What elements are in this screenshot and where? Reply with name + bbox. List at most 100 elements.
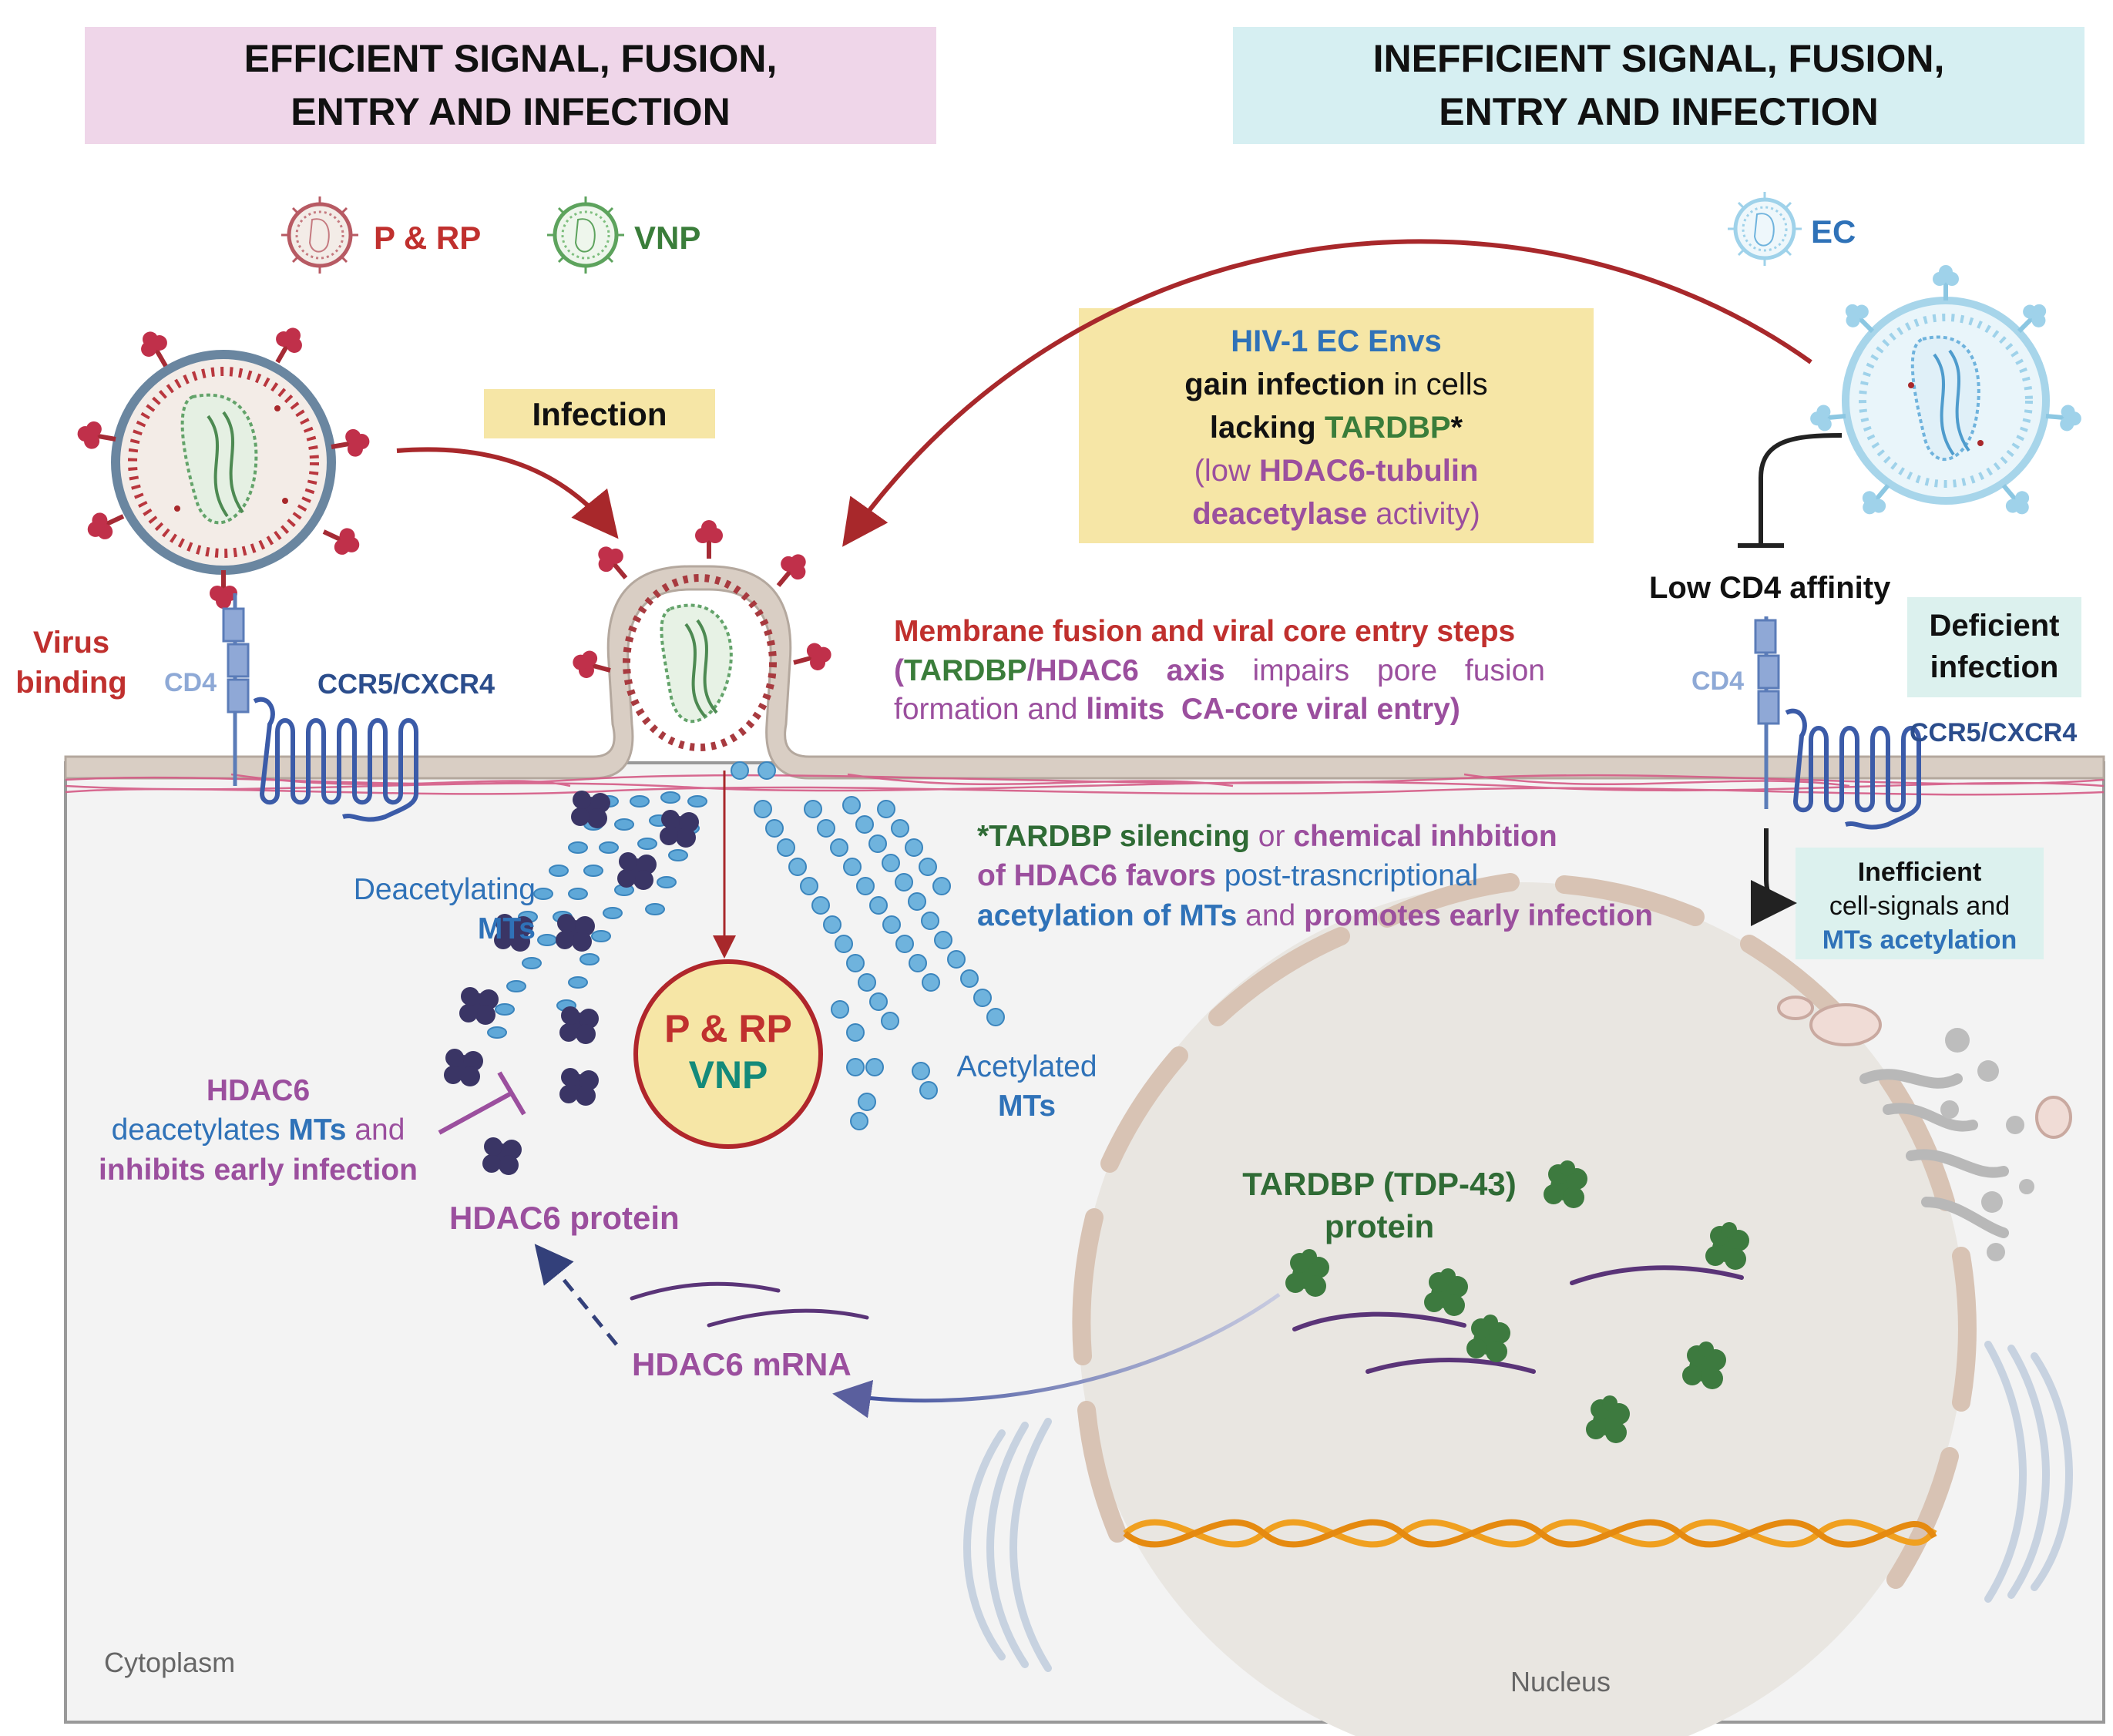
hdac6-inhibition-bar [497,1071,526,1116]
fusion-line1: Membrane fusion and viral core entry ste… [894,615,1516,648]
hdac6-protein-label: HDAC6 protein [449,1200,680,1236]
deficient-infection-box [1907,597,2081,697]
golgi-right [1984,1341,2073,1603]
virion-ec [1809,265,2083,521]
legend-ec-icon [1728,192,1802,266]
fusion-line3: formation and limits CA-core viral entry… [894,690,1545,730]
ec-line4: (low HDAC6-tubulin [1079,449,1594,492]
ineff-line1: Inefficient [1857,858,1982,887]
fusion-ca-core: CA-core viral entry) [1181,693,1460,727]
virus-binding-label: Virus binding [15,623,127,703]
hdac6-mrna-label: HDAC6 mRNA [632,1346,852,1382]
deacetylating-line2: MTs [477,912,536,945]
ec-line5: deacetylase activity) [1079,492,1594,536]
virus-binding-line1: Virus [32,626,110,660]
silencing-hdac6: of HDAC6 favors [977,859,1216,893]
hdac6-deacetylates: deacetylates [111,1113,289,1147]
right-receptors [1754,616,1921,830]
fusion-fusion: fusion [1464,653,1545,687]
legend-ec-label: EC [1811,213,1856,250]
cytoplasm-label: Cytoplasm [104,1647,236,1678]
fusion-hdac6: HDAC6 [1035,653,1139,687]
ccr5-right-label: CCR5/CXCR4 [1910,718,2078,747]
silencing-promotes: promotes early infection [1304,898,1654,932]
left-header: EFFICIENT SIGNAL, FUSION, ENTRY AND INFE… [85,27,936,144]
hdac6-mts: MTs [288,1113,347,1147]
ec-hdac6-tubulin: HDAC6-tubulin [1259,454,1479,488]
fusion-paren: ( [894,653,904,687]
dna-helix [1123,1519,1937,1548]
hdac6-line1: HDAC6 [206,1074,311,1107]
translation-arrow [534,1244,618,1346]
deacetylating-line1: Deacetylating [353,873,536,906]
viral-core-circle [633,959,823,1149]
deacetylating-mts-label: Deacetylating MTs [339,871,536,949]
hdac6-inhibition-text: HDAC6 deacetylates MTs and inhibits earl… [92,1071,424,1190]
infection-arrow [396,447,619,539]
ineff-line3: MTs acetylation [1822,925,2017,955]
ec-line1: HIV-1 EC Envs [1231,324,1442,358]
deacetylating-microtubules [444,791,707,1175]
silencing-line3: acetylation of MTs and promotes early in… [977,896,1748,935]
tardbp-line2: protein [1324,1207,1435,1244]
ec-line2: gain infection in cells [1079,363,1594,406]
hdac6-inhibition-line [438,1090,514,1135]
hdac6-and: and [346,1113,405,1147]
inefficient-arrow [1750,828,1797,926]
inefficient-signals-box [1796,848,2044,959]
right-header-box [1233,27,2084,144]
hdac6-mrna-strands [630,1281,869,1328]
ec-activity: activity) [1367,497,1480,531]
fusion-axis-group: (TARDBP/HDAC6 [894,652,1139,691]
ec-deacetylase: deacetylase [1192,497,1368,531]
silencing-acetylation: acetylation of MTs [977,898,1238,932]
fusing-virion [569,520,835,751]
export-arrow [832,1292,1281,1419]
silencing-text: *TARDBP silencing or chemical inhbition … [977,817,1748,935]
fusion-impairs: impairs [1252,653,1350,687]
low-cd4-inhibition [1759,433,1843,543]
ec-in-cells: in cells [1385,368,1488,401]
deficient-infection-label: Deficient infection [1907,605,2081,688]
fusion-slash: / [1026,653,1036,687]
legend-prp-label: P & RP [374,220,482,256]
inefficient-signals-label: Inefficient cell-signals and MTs acetyla… [1796,855,2044,958]
virus-binding-line2: binding [15,666,127,700]
acetylated-mts-label: Acetylated MTs [944,1048,1110,1126]
acetylated-line2: MTs [997,1089,1056,1123]
ec-envs-text: HIV-1 EC Envs gain infection in cells la… [1079,320,1594,536]
nuclear-mrna [1292,1265,1744,1374]
silencing-chemical: chemical inhbition [1293,820,1557,853]
ec-envs-box [1079,308,1594,543]
ineff-line2: cell-signals and [1829,892,2011,922]
tardbp-protein-label: TARDBP (TDP-43) protein [1214,1163,1545,1247]
fusion-limits: limits [1086,693,1165,727]
fusion-axis: axis [1166,653,1225,687]
left-header-line2: ENTRY AND INFECTION [291,90,731,133]
ec-asterisk: * [1450,411,1463,445]
fusion-tardbp: TARDBP [904,653,1027,687]
ec-low: (low [1194,454,1260,488]
core-vnp: VNP [688,1053,768,1096]
left-header-box [85,27,936,144]
right-header-line1: INEFFICIENT SIGNAL, FUSION, [1372,37,1945,80]
silencing-tardbp: *TARDBP silencing [977,820,1250,853]
silencing-or: or [1249,820,1294,853]
right-header-line2: ENTRY AND INFECTION [1439,90,1879,133]
deficient-line2: infection [1930,650,2059,684]
infection-label-box [484,389,715,438]
silencing-post: post-trasncriptional [1215,859,1479,893]
ec-gain-infection: gain infection [1184,368,1386,401]
golgi-left [963,1418,1052,1672]
legend-prp-icon [281,196,358,274]
fusion-pore: pore [1376,653,1438,687]
legend-vnp-icon [547,196,624,274]
ccr5-left-label: CCR5/CXCR4 [317,668,495,700]
virion-p-rp [76,322,372,609]
organelles [1777,996,2072,1261]
legend-vnp-label: VNP [634,220,701,256]
ec-lacking: lacking [1209,411,1325,445]
core-prp: P & RP [664,1007,792,1050]
deficient-line1: Deficient [1929,609,2060,643]
